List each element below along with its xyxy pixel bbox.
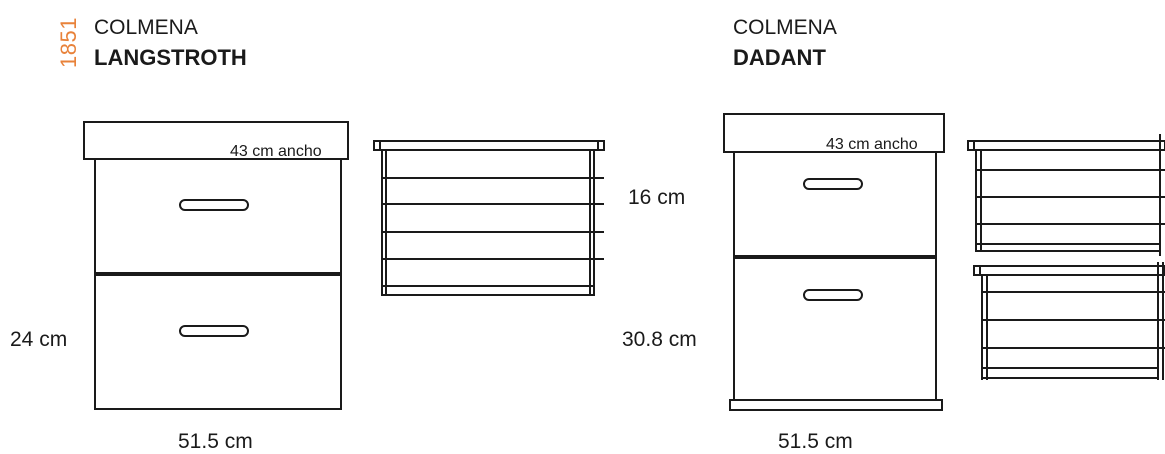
dadant-title: DADANT — [733, 45, 826, 70]
dadant-handle-top — [803, 178, 863, 190]
langstroth-frame-topbar — [373, 140, 605, 151]
langstroth-super-bottom — [94, 272, 342, 410]
langstroth-base-label: 51.5 cm — [178, 430, 253, 453]
langstroth-width-label: 43 cm ancho — [230, 143, 322, 160]
dadant-brood-body — [733, 255, 937, 401]
dadant-super-height-label: 16 cm — [628, 186, 686, 209]
langstroth-kicker: COLMENA — [94, 16, 198, 39]
dadant-kicker: COLMENA — [733, 16, 837, 39]
langstroth-height-label: 24 cm — [10, 328, 68, 351]
dadant-width-label: 43 cm ancho — [826, 136, 918, 153]
dadant-frame-super — [967, 134, 1165, 256]
dadant-handle-bottom — [803, 289, 863, 301]
dadant-super — [733, 151, 937, 257]
langstroth-handle-bottom — [179, 325, 249, 337]
dadant-base-label: 51.5 cm — [778, 430, 853, 453]
langstroth-handle-top — [179, 199, 249, 211]
langstroth-frames — [373, 140, 605, 296]
dadant-base — [729, 399, 943, 411]
dadant-frame-brood — [973, 262, 1165, 380]
langstroth-title: LANGSTROTH — [94, 45, 247, 70]
dadant-hive — [723, 113, 945, 411]
langstroth-hive — [83, 121, 349, 410]
langstroth-super-top — [94, 158, 342, 274]
dadant-body-height-label: 30.8 cm — [622, 328, 697, 351]
